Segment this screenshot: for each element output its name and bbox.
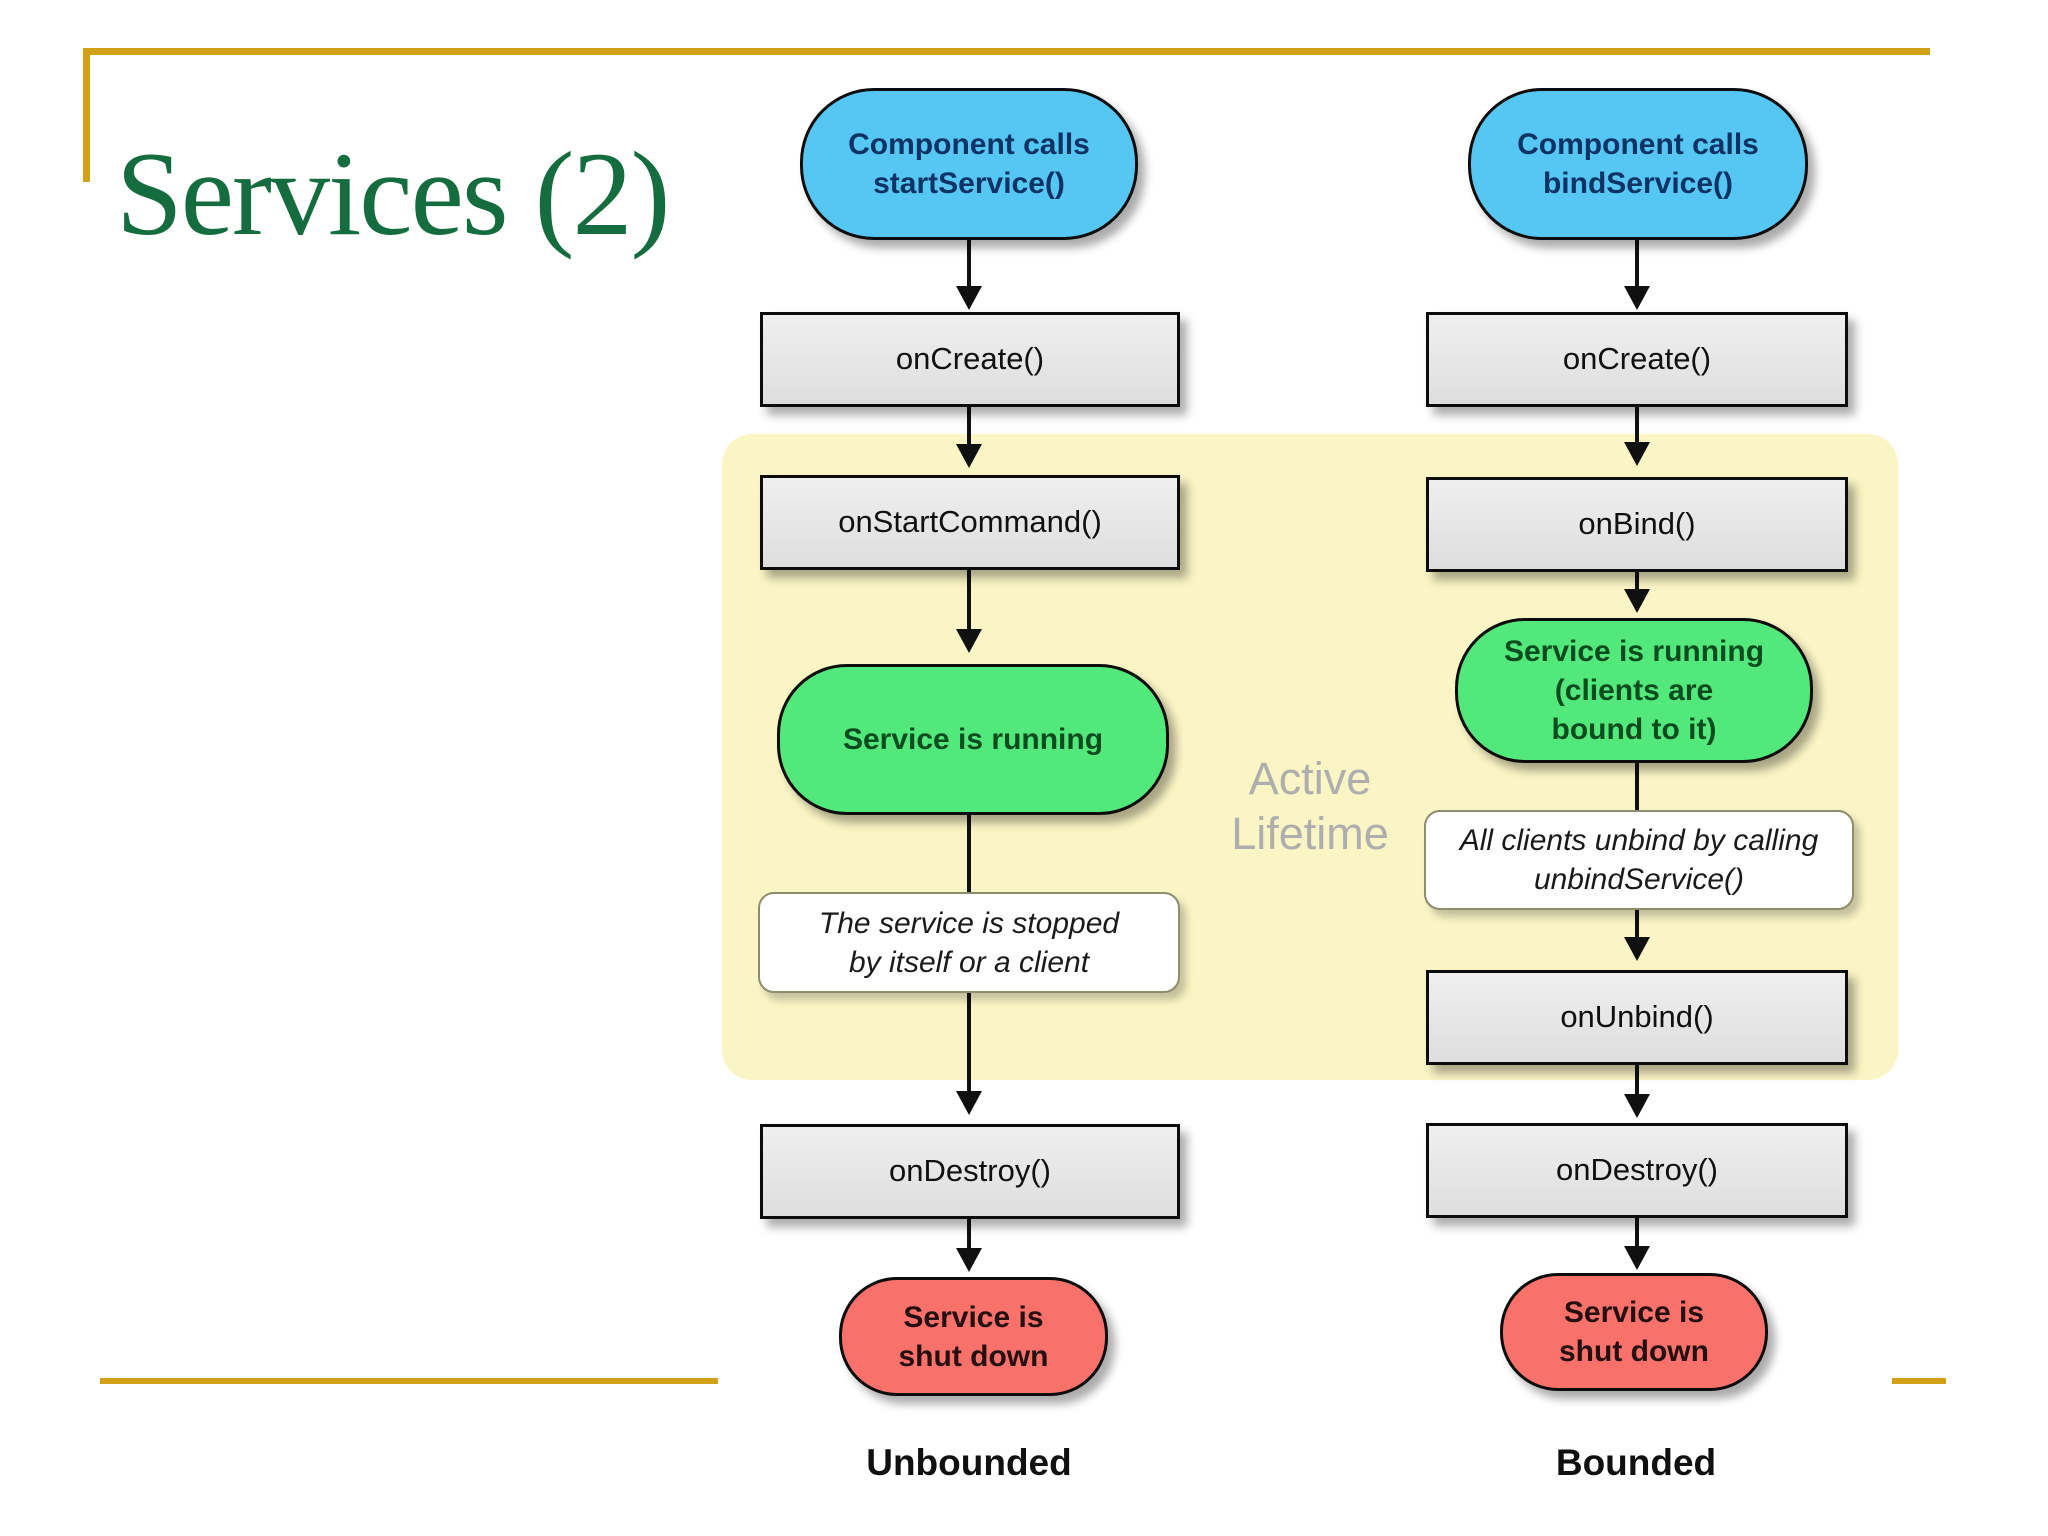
arrow-line (1635, 1065, 1639, 1095)
node-bind-service: Component calls bindService() (1468, 88, 1808, 240)
accent-line-left (83, 48, 90, 182)
arrow-line (1635, 763, 1639, 810)
caption-unbounded: Unbounded (866, 1442, 1072, 1483)
page-title: Services (2) (116, 127, 670, 260)
arrow-head-icon (1624, 937, 1650, 961)
arrow-head-icon (956, 444, 982, 468)
arrow-line (967, 993, 971, 1092)
arrow-head-icon (956, 629, 982, 653)
arrow-line (967, 815, 971, 892)
node-oncreate-right: onCreate() (1426, 312, 1848, 407)
arrow-head-icon (956, 286, 982, 310)
arrow-line (967, 1219, 971, 1249)
accent-line-bottom-left (100, 1378, 718, 1384)
node-service-running-left: Service is running (777, 664, 1169, 815)
node-start-service: Component calls startService() (800, 88, 1138, 240)
arrow-line (1635, 240, 1639, 286)
arrow-line (967, 240, 971, 286)
note-clients-unbind: All clients unbind by calling unbindServ… (1424, 810, 1854, 910)
node-service-shutdown-right: Service is shut down (1500, 1273, 1768, 1391)
node-service-running-right: Service is running (clients are bound to… (1455, 618, 1813, 763)
accent-line-top (83, 48, 1930, 55)
node-ondestroy-left: onDestroy() (760, 1124, 1180, 1219)
arrow-head-icon (1624, 1094, 1650, 1118)
node-onunbind: onUnbind() (1426, 970, 1848, 1065)
node-oncreate-left: onCreate() (760, 312, 1180, 407)
arrow-head-icon (1624, 1246, 1650, 1270)
node-onbind: onBind() (1426, 477, 1848, 572)
arrow-head-icon (1624, 589, 1650, 613)
node-service-shutdown-left: Service is shut down (839, 1277, 1108, 1396)
arrow-line (1635, 1218, 1639, 1247)
arrow-line (1635, 572, 1639, 590)
arrow-line (1635, 407, 1639, 443)
arrow-line (967, 407, 971, 445)
arrow-head-icon (956, 1248, 982, 1272)
arrow-line (967, 570, 971, 630)
node-ondestroy-right: onDestroy() (1426, 1123, 1848, 1218)
arrow-head-icon (1624, 442, 1650, 466)
arrow-head-icon (956, 1091, 982, 1115)
arrow-head-icon (1624, 286, 1650, 310)
accent-line-bottom-right (1892, 1378, 1946, 1384)
node-onstartcommand: onStartCommand() (760, 475, 1180, 570)
active-lifetime-label: Active Lifetime (1231, 753, 1389, 859)
caption-bounded: Bounded (1555, 1442, 1717, 1483)
arrow-line (1635, 910, 1639, 938)
note-service-stopped: The service is stopped by itself or a cl… (758, 892, 1180, 993)
